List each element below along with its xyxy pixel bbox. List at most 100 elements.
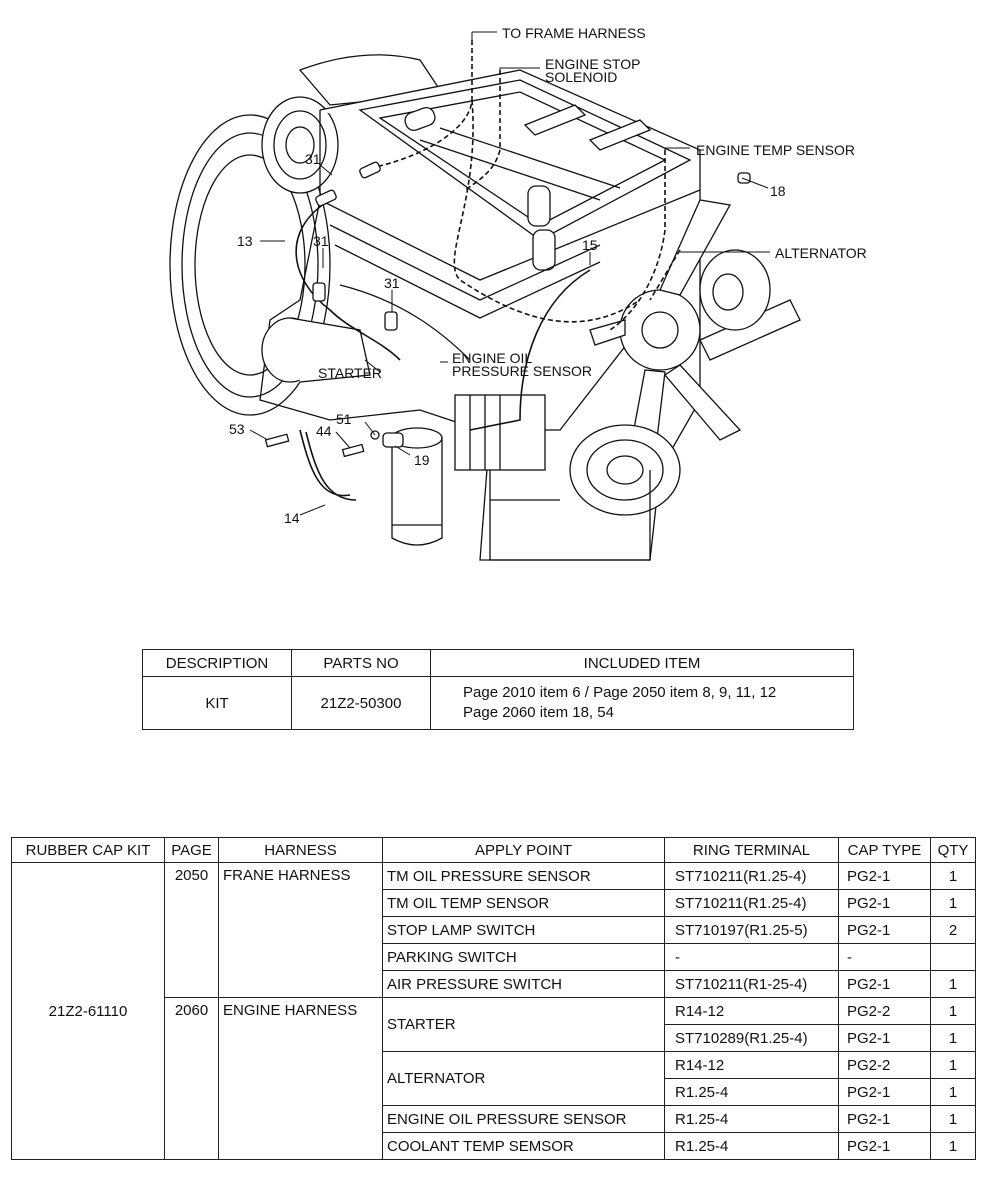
callout-19: 19 <box>414 452 430 468</box>
cap-ring-terminal: ST710211(R1.25-4) <box>664 862 839 890</box>
cap-type: PG2-1 <box>838 1024 931 1052</box>
cap-ring-terminal: - <box>664 943 839 971</box>
callout-15: 15 <box>582 237 598 253</box>
cap-type: PG2-1 <box>838 1105 931 1133</box>
kit-table-row: KIT 21Z2-50300 Page 2010 item 6 / Page 2… <box>142 676 854 730</box>
cap-type: PG2-1 <box>838 916 931 944</box>
label-engine-oil-line1: ENGINE OIL <box>452 350 532 366</box>
cap-ring-terminal: ST710211(R1-25-4) <box>664 970 839 998</box>
callout-31-top: 31 <box>305 151 321 167</box>
table-row: ENGINE OIL PRESSURE SENSOR R1.25-4 PG2-1… <box>12 1105 976 1133</box>
engine-harness-diagram: TO FRAME HARNESS ENGINE STOP SOLENOID EN… <box>169 25 867 561</box>
cap-apply-point: AIR PRESSURE SWITCH <box>382 970 665 998</box>
kit-parts-no: 21Z2-50300 <box>291 676 431 730</box>
label-to-frame-harness: TO FRAME HARNESS <box>502 25 646 41</box>
kit-col-description: DESCRIPTION <box>142 649 292 677</box>
cap-qty: 1 <box>930 889 976 917</box>
kit-table: DESCRIPTION PARTS NO INCLUDED ITEM KIT 2… <box>142 649 854 730</box>
cap-type: - <box>838 943 931 971</box>
cap-type: PG2-1 <box>838 1132 931 1160</box>
cap-apply-point: PARKING SWITCH <box>382 943 665 971</box>
callout-31-low: 31 <box>384 275 400 291</box>
engine-illustration <box>169 54 801 561</box>
kit-description: KIT <box>142 676 292 730</box>
cap-type: PG2-2 <box>838 1051 931 1079</box>
label-engine-temp-sensor: ENGINE TEMP SENSOR <box>696 142 855 158</box>
kit-included-item: Page 2010 item 6 / Page 2050 item 8, 9, … <box>430 676 854 730</box>
cap-qty: 1 <box>930 862 976 890</box>
cap-ring-terminal: R1.25-4 <box>664 1105 839 1133</box>
cap-ring-terminal: R1.25-4 <box>664 1132 839 1160</box>
table-row: 2060 ENGINE HARNESS STARTER R14-12 PG2-2… <box>12 997 976 1160</box>
table-row: ST710289(R1.25-4) PG2-1 1 <box>12 1024 976 1052</box>
callout-31-mid: 31 <box>313 233 329 249</box>
callout-13: 13 <box>237 233 253 249</box>
cap-type: PG2-1 <box>838 889 931 917</box>
cap-qty: 1 <box>930 1132 976 1160</box>
cap-qty: 1 <box>930 1051 976 1079</box>
cap-col-rubber-cap-kit: RUBBER CAP KIT <box>11 837 165 863</box>
cap-ring-terminal: R1.25-4 <box>664 1078 839 1106</box>
table-row: STOP LAMP SWITCH ST710197(R1.25-5) PG2-1… <box>12 916 976 944</box>
label-engine-stop-line2: SOLENOID <box>545 69 617 85</box>
table-row: R1.25-4 PG2-1 1 <box>12 1078 976 1106</box>
kit-table-header: DESCRIPTION PARTS NO INCLUDED ITEM <box>142 649 854 677</box>
cap-type: PG2-1 <box>838 1078 931 1106</box>
rubber-cap-kit-table: RUBBER CAP KIT PAGE HARNESS APPLY POINT … <box>11 837 976 1160</box>
cap-apply-point: STOP LAMP SWITCH <box>382 916 665 944</box>
table-row: 21Z2-61110 2050 FRANE HARNESS TM OIL PRE… <box>11 862 976 1160</box>
leader-lines <box>249 31 770 516</box>
cap-apply-point: STARTER <box>382 997 665 1052</box>
cap-col-cap-type: CAP TYPE <box>838 837 931 863</box>
harness-wires <box>295 40 681 501</box>
callout-44: 44 <box>316 423 332 439</box>
clamps-and-bolts <box>264 161 751 458</box>
cap-harness-engine: ENGINE HARNESS <box>218 997 383 1160</box>
kit-col-parts-no: PARTS NO <box>291 649 431 677</box>
cap-page-2050: 2050 <box>164 862 219 998</box>
label-alternator: ALTERNATOR <box>775 245 867 261</box>
kit-included-line1: Page 2010 item 6 / Page 2050 item 8, 9, … <box>463 684 777 701</box>
cap-kit-number: 21Z2-61110 <box>11 862 165 1160</box>
cap-type: PG2-2 <box>838 997 931 1025</box>
callout-18: 18 <box>770 183 786 199</box>
cap-col-qty: QTY <box>930 837 976 863</box>
callout-51: 51 <box>336 411 352 427</box>
cap-qty: 1 <box>930 1078 976 1106</box>
cap-col-ring-terminal: RING TERMINAL <box>664 837 839 863</box>
cap-type: PG2-1 <box>838 862 931 890</box>
table-row: COOLANT TEMP SEMSOR R1.25-4 PG2-1 1 <box>12 1132 976 1160</box>
label-engine-oil-line2: PRESSURE SENSOR <box>452 363 592 379</box>
cap-ring-terminal: ST710211(R1.25-4) <box>664 889 839 917</box>
cap-apply-point: TM OIL PRESSURE SENSOR <box>382 862 665 890</box>
cap-apply-point: ENGINE OIL PRESSURE SENSOR <box>382 1105 665 1133</box>
callout-53: 53 <box>229 421 245 437</box>
cap-col-page: PAGE <box>164 837 219 863</box>
cap-col-apply-point: APPLY POINT <box>382 837 665 863</box>
cap-qty: 1 <box>930 1024 976 1052</box>
kit-included-line2: Page 2060 item 18, 54 <box>463 704 614 721</box>
label-engine-stop-line1: ENGINE STOP <box>545 56 640 72</box>
cap-qty: 1 <box>930 997 976 1025</box>
cap-ring-terminal: ST710289(R1.25-4) <box>664 1024 839 1052</box>
cap-apply-point: TM OIL TEMP SENSOR <box>382 889 665 917</box>
table-row: TM OIL TEMP SENSOR ST710211(R1.25-4) PG2… <box>12 889 976 917</box>
cap-qty: 2 <box>930 916 976 944</box>
cap-ring-terminal: R14-12 <box>664 997 839 1025</box>
cap-col-harness: HARNESS <box>218 837 383 863</box>
cap-qty: 1 <box>930 1105 976 1133</box>
cap-ring-terminal: ST710197(R1.25-5) <box>664 916 839 944</box>
cap-qty: 1 <box>930 970 976 998</box>
label-starter: STARTER <box>318 365 382 381</box>
cap-page-2060: 2060 <box>164 997 219 1160</box>
cap-ring-terminal: R14-12 <box>664 1051 839 1079</box>
kit-col-included-item: INCLUDED ITEM <box>430 649 854 677</box>
callout-14: 14 <box>284 510 300 526</box>
cap-apply-point: COOLANT TEMP SEMSOR <box>382 1132 665 1160</box>
cap-harness-frame: FRANE HARNESS <box>218 862 383 998</box>
cap-table-header: RUBBER CAP KIT PAGE HARNESS APPLY POINT … <box>11 837 976 863</box>
table-row: PARKING SWITCH - - <box>12 943 976 971</box>
table-row: ALTERNATOR R14-12 PG2-2 1 <box>12 1051 976 1106</box>
cap-qty <box>930 943 976 971</box>
cap-apply-point: ALTERNATOR <box>382 1051 665 1106</box>
